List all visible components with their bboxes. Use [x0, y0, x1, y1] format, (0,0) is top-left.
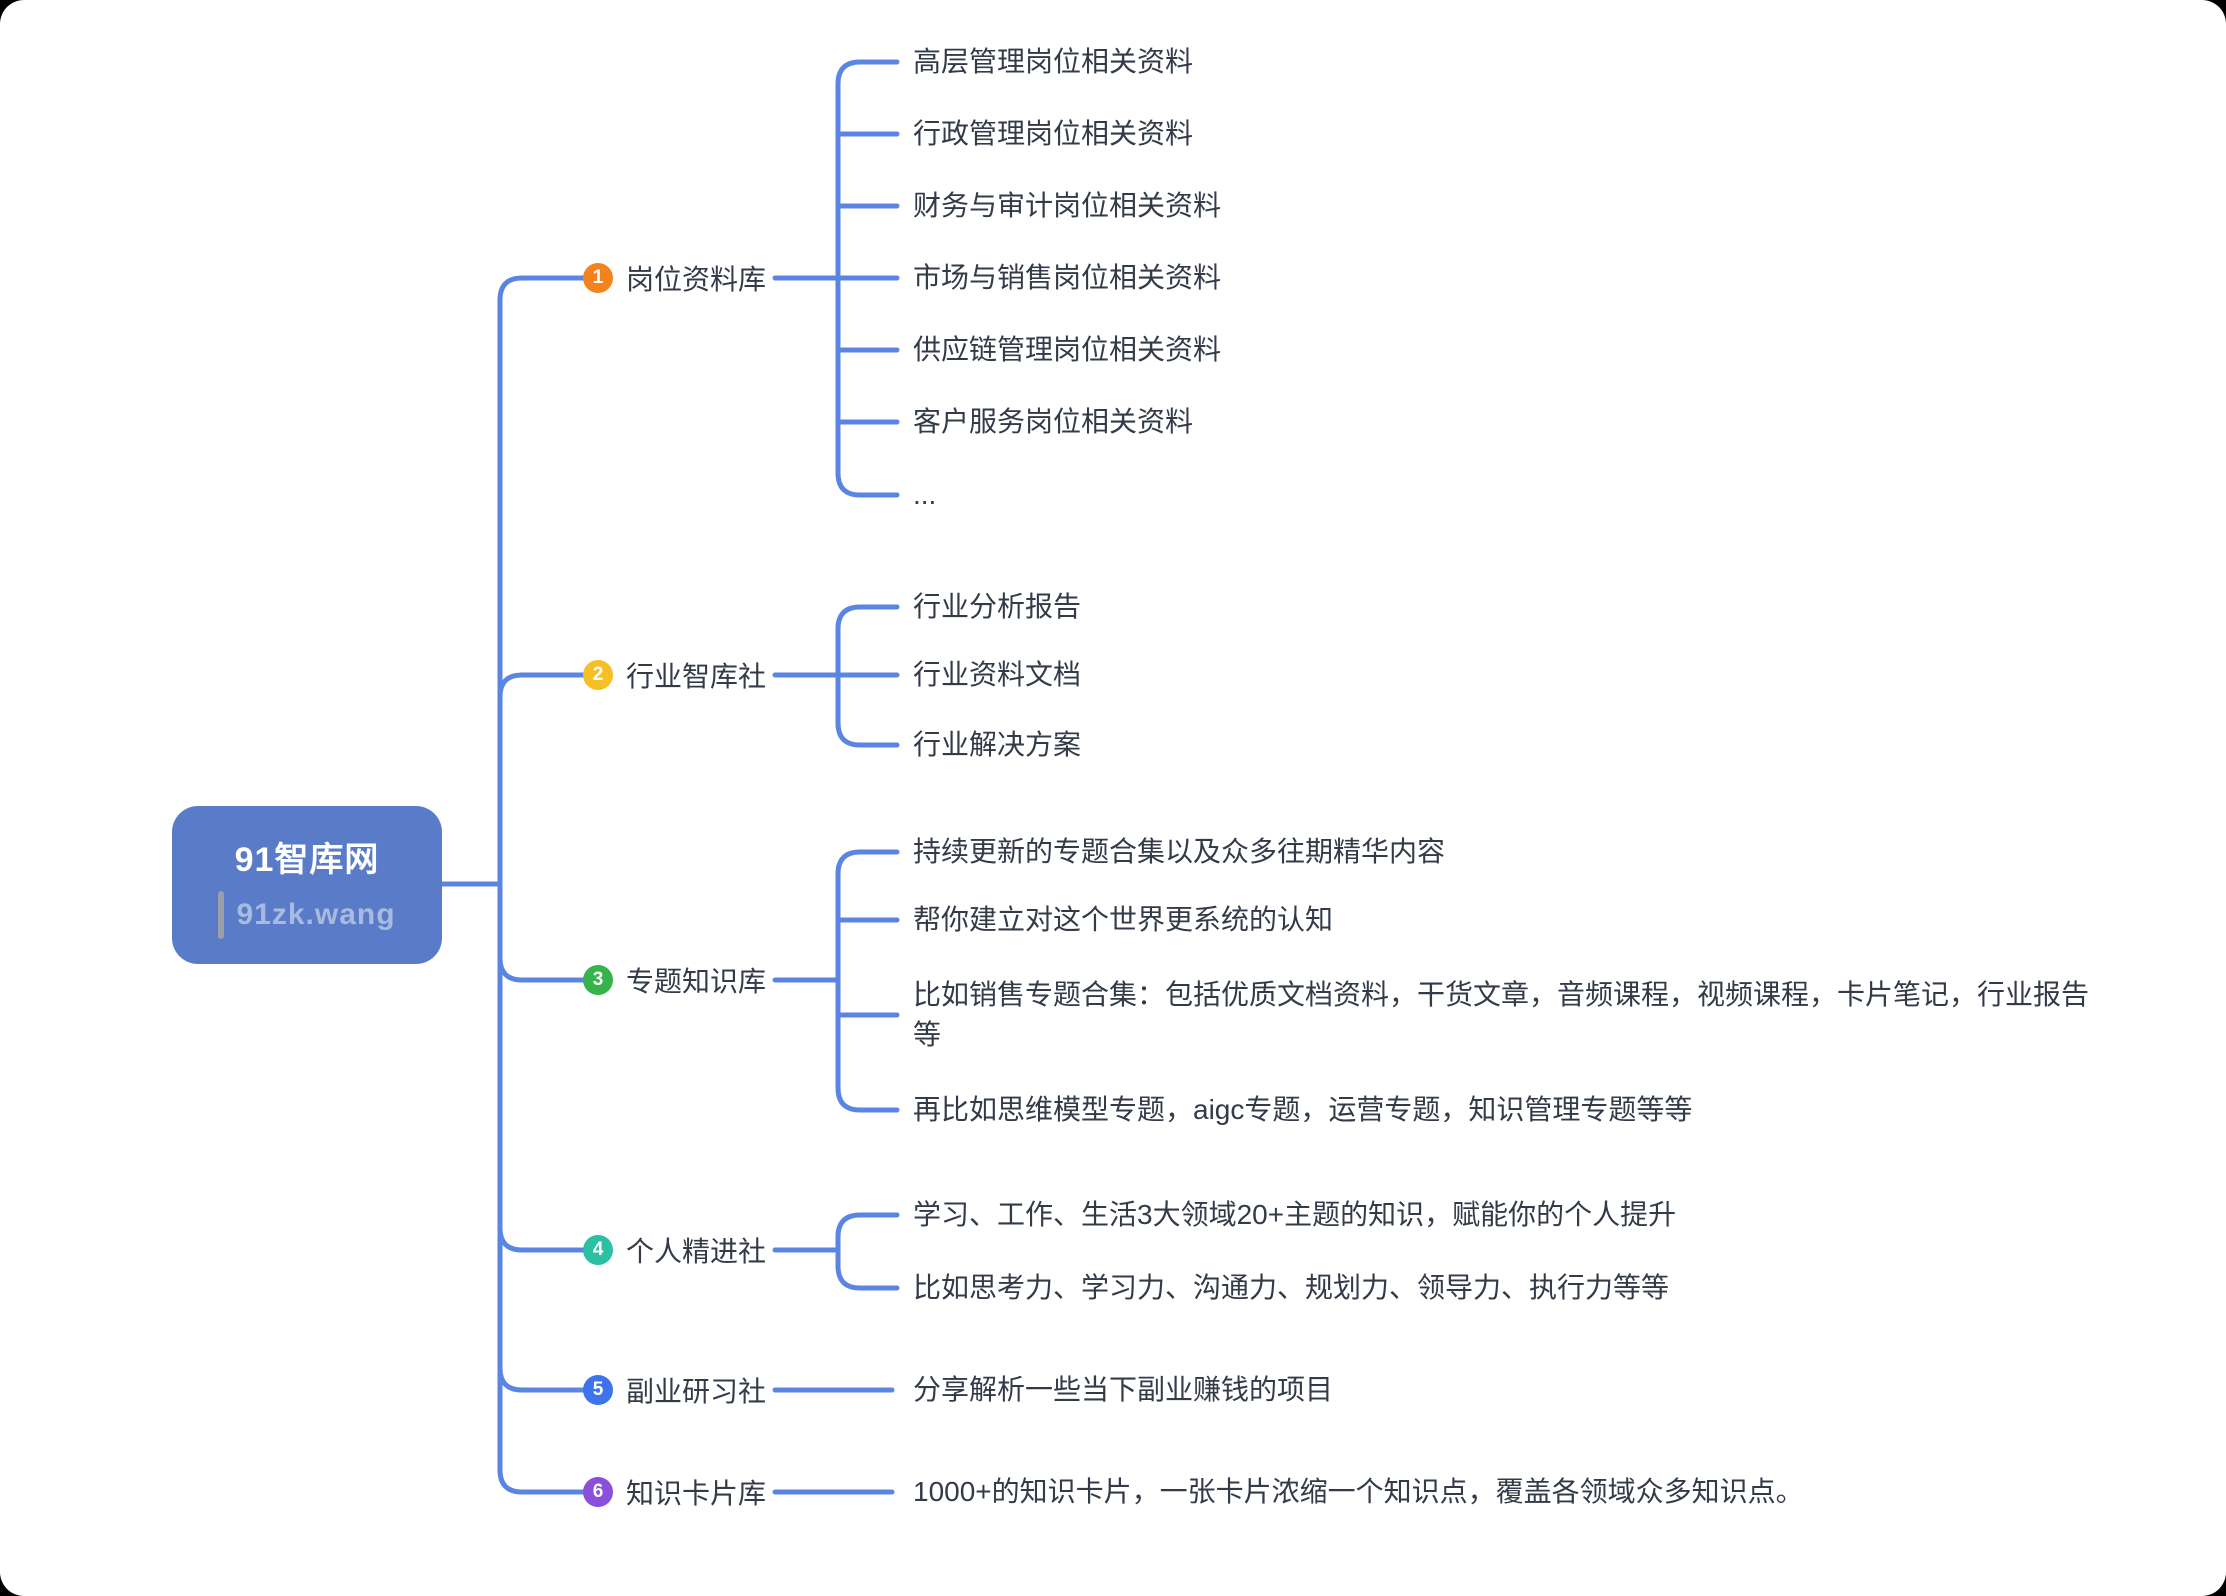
leaf-topic[interactable]: 1000+的知识卡片，一张卡片浓缩一个知识点，覆盖各领域众多知识点。	[913, 1476, 1804, 1507]
branch-label-5: 副业研习社	[626, 1376, 767, 1407]
root-domain-text: 91zk.wang	[236, 897, 396, 931]
branch-node-zhuanti[interactable]: 3 专题知识库	[583, 959, 766, 1001]
branch-label-1: 岗位资料库	[626, 264, 767, 295]
leaf-topic[interactable]: 比如销售专题合集：包括优质文档资料，干货文章，音频课程，视频课程，卡片笔记，行业…	[913, 979, 2090, 1050]
leaf-topic[interactable]: 再比如思维模型专题，aigc专题，运营专题，知识管理专题等等	[913, 1094, 1693, 1125]
leaf-topic[interactable]: 学习、工作、生活3大领域20+主题的知识，赋能你的个人提升	[913, 1199, 1677, 1230]
leaf-topic[interactable]: 持续更新的专题合集以及众多往期精华内容	[913, 836, 1446, 867]
leaf-topic[interactable]: 行业资料文档	[913, 659, 1082, 690]
branch-badge-1: 1	[583, 263, 613, 293]
leaf-topic[interactable]: 行业解决方案	[913, 729, 1082, 760]
branch-label-3: 专题知识库	[626, 966, 767, 997]
leaf-topic-ellipsis[interactable]: ...	[913, 479, 937, 510]
branch-badge-4: 4	[583, 1235, 613, 1265]
leaf-topic[interactable]: 分享解析一些当下副业赚钱的项目	[913, 1374, 1334, 1405]
leaf-topic[interactable]: 行业分析报告	[913, 591, 1082, 622]
root-node[interactable]: 91智库网 91zk.wang	[172, 806, 442, 964]
leaf-topic[interactable]: 市场与销售岗位相关资料	[913, 262, 1222, 293]
branch-badge-5: 5	[583, 1375, 613, 1405]
leaf-topic[interactable]: 客户服务岗位相关资料	[913, 406, 1194, 437]
branch-node-kapian[interactable]: 6 知识卡片库	[583, 1471, 766, 1513]
root-subtitle-row: 91zk.wang	[218, 890, 396, 939]
branch-label-6: 知识卡片库	[626, 1478, 767, 1509]
branch-label-2: 行业智库社	[626, 661, 767, 692]
leaf-topic[interactable]: 行政管理岗位相关资料	[913, 118, 1194, 149]
leaf-topic[interactable]: 高层管理岗位相关资料	[913, 46, 1194, 77]
branch-node-fuye[interactable]: 5 副业研习社	[583, 1369, 766, 1411]
branch-label-4: 个人精进社	[626, 1236, 767, 1267]
branch-badge-3: 3	[583, 965, 613, 995]
leaf-topic[interactable]: 供应链管理岗位相关资料	[913, 334, 1222, 365]
root-title: 91智库网	[234, 840, 380, 879]
branch-badge-6: 6	[583, 1477, 613, 1507]
branch-node-geren[interactable]: 4 个人精进社	[583, 1229, 766, 1271]
leaf-topic[interactable]: 比如思考力、学习力、沟通力、规划力、领导力、执行力等等	[913, 1272, 1670, 1303]
leaf-topic[interactable]: 财务与审计岗位相关资料	[913, 190, 1222, 221]
subtitle-divider-bar	[218, 890, 225, 939]
branch-node-hangye[interactable]: 2 行业智库社	[583, 654, 766, 696]
branch-node-gangwei[interactable]: 1 岗位资料库	[583, 257, 766, 299]
leaf-topic[interactable]: 帮你建立对这个世界更系统的认知	[913, 904, 1334, 935]
branch-badge-2: 2	[583, 660, 613, 690]
